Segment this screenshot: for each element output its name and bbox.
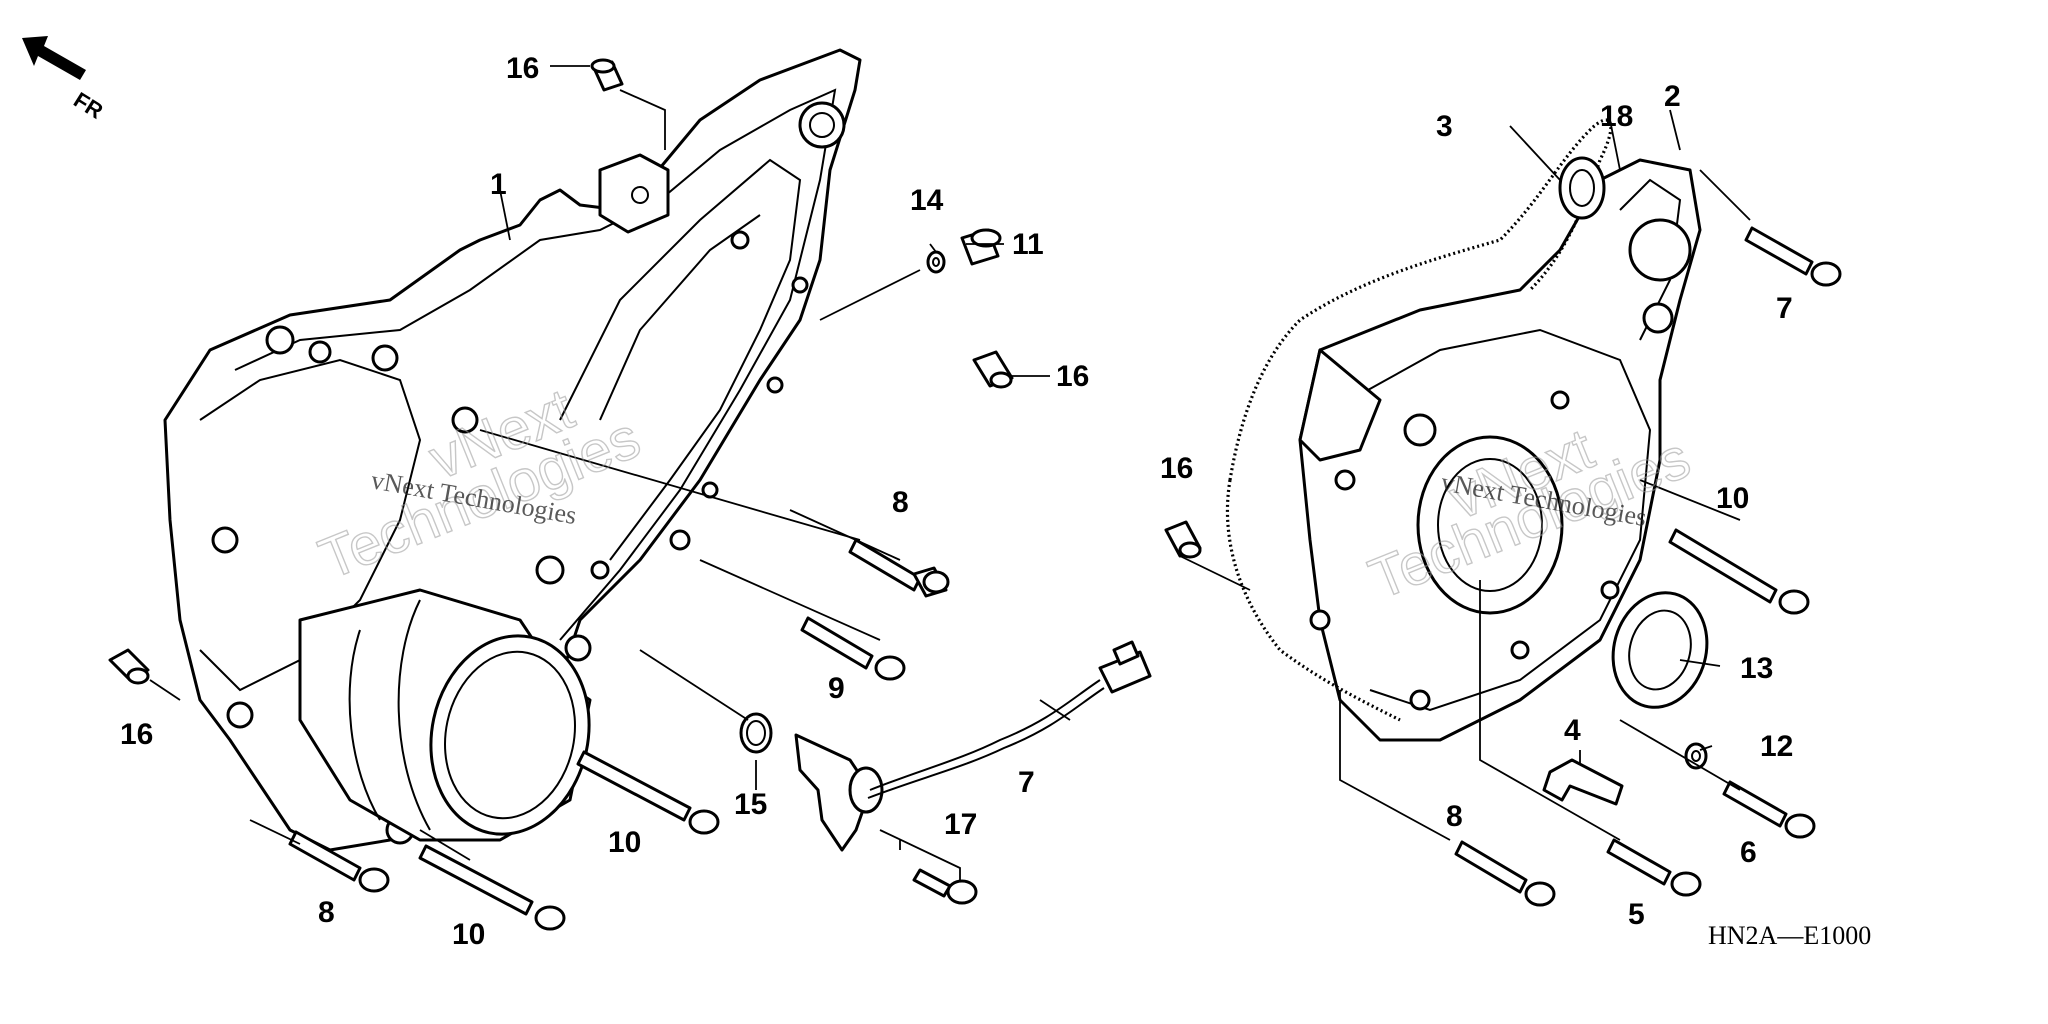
callout-8-right: 8 [1446,800,1463,833]
right-cover [1164,118,1709,806]
callout-16-right: 16 [1056,360,1089,393]
callout-6: 6 [1740,836,1757,869]
bolt-17 [912,868,978,905]
callout-13: 13 [1740,652,1773,685]
fr-arrow-icon [22,36,86,80]
callout-4: 4 [1564,714,1581,747]
callout-5: 7 [1018,766,1035,799]
left-bolts [288,538,978,931]
bolt-9 [800,616,906,681]
callout-8-lower: 8 [318,896,335,929]
bolt-6 [1722,780,1816,839]
callout-12: 12 [1760,730,1793,763]
bolt-7-lower [1606,838,1702,897]
callout-15: 15 [734,788,767,821]
callout-9: 9 [828,672,845,705]
callout-10-lower: 10 [452,918,485,951]
callout-10-mid: 10 [608,826,641,859]
left-housing [163,48,862,852]
bolt-10-mid [576,750,720,835]
callout-7-top: 7 [1776,292,1793,325]
bolt-10-lower [418,844,566,931]
callout-7-lower: 5 [1628,898,1645,931]
diagram-code: HN2A—E1000 [1708,921,1871,950]
callout-11: 11 [1012,228,1044,261]
callout-3: 3 [1436,110,1453,143]
bolt-7-top [1744,226,1842,287]
callout-8-upper: 8 [892,486,909,519]
callout-16-top: 16 [506,52,539,85]
bolt-10-right [1668,528,1810,615]
callout-16-left: 16 [120,718,153,751]
callout-10-right: 10 [1716,482,1749,515]
callout-2: 2 [1664,80,1681,113]
right-bolts [1454,226,1842,907]
bolt-8-right [1454,840,1556,907]
callout-17: 17 [944,808,977,841]
bolt-8-upper [848,538,950,598]
fr-label: FR [69,87,107,124]
callout-18: 18 [1600,100,1633,133]
callout-14: 14 [910,184,944,217]
leader-lines [149,65,1751,880]
callout-16-rightside: 16 [1160,452,1193,485]
fr-direction-arrow: FR [22,36,108,124]
callout-1: 1 [490,168,507,201]
left-loose-parts [108,58,1152,852]
callout-labels: 16 1 14 11 16 8 9 16 15 7 10 17 8 10 3 1… [120,52,1793,951]
